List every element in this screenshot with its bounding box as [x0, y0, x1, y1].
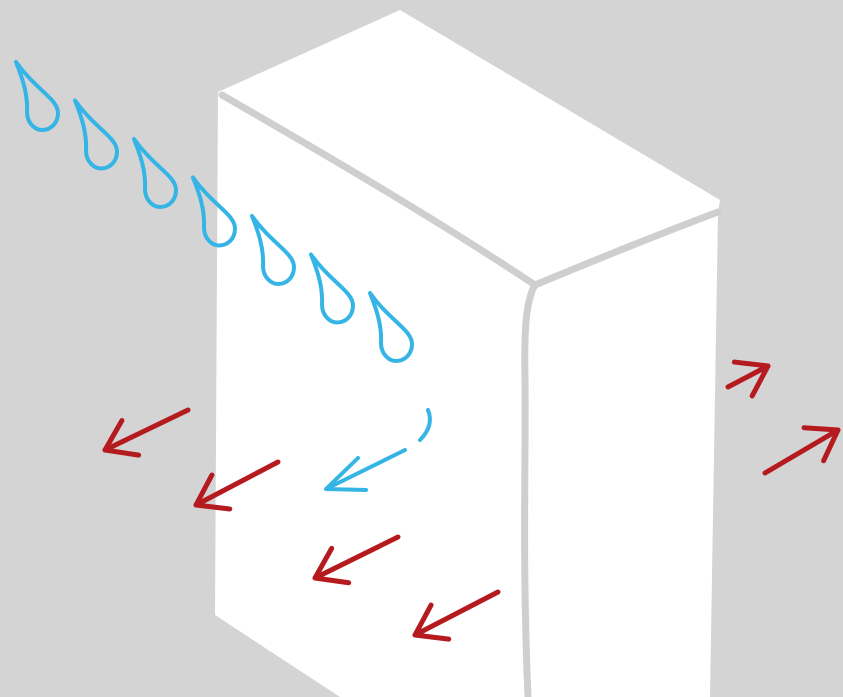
block-side-face: [528, 213, 718, 697]
